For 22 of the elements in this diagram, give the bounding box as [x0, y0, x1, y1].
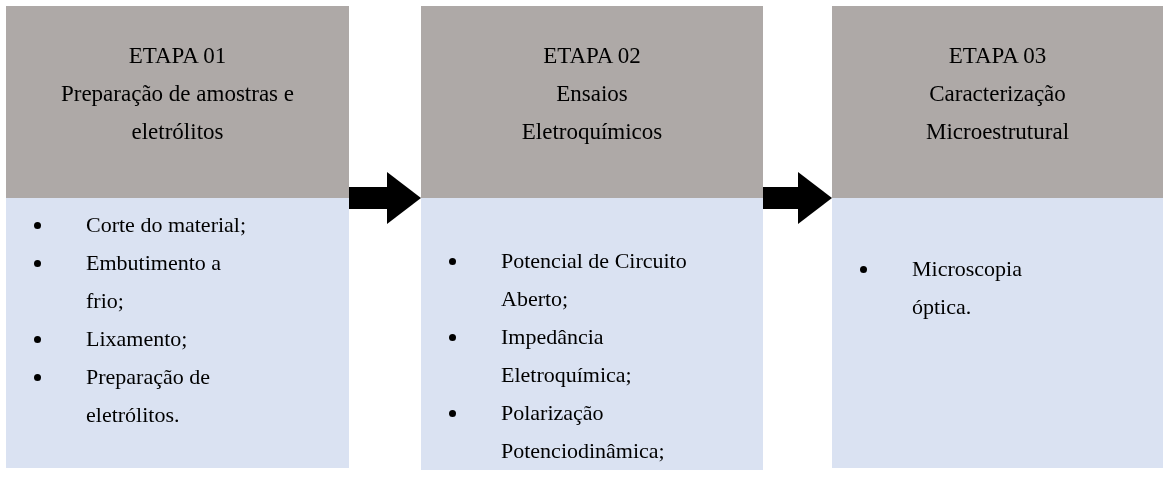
stage-title: Preparação de amostras e eletrólitos	[59, 80, 296, 146]
stage-number: ETAPA 03	[948, 42, 1047, 70]
stage-title: Caracterização Microestrutural	[924, 80, 1071, 146]
list-item: Impedância Eletroquímica;	[501, 323, 633, 389]
arrow	[763, 172, 832, 224]
stage-header-box	[6, 6, 349, 198]
stage-title: Ensaios Eletroquímicos	[520, 80, 664, 146]
list-item: Potencial de Circuito Aberto;	[501, 247, 688, 313]
stage-header-box	[421, 6, 763, 198]
arrow	[349, 172, 421, 224]
stage-header-box	[832, 6, 1163, 198]
list-item: Polarização Potenciodinâmica;	[501, 399, 666, 465]
stage-body-box	[832, 198, 1163, 468]
list-item: Preparação de eletrólitos.	[86, 363, 211, 429]
list-item: Corte do material;	[86, 211, 247, 239]
list-item: Embutimento a frio;	[86, 249, 223, 315]
list-item: Lixamento;	[86, 325, 188, 353]
stage-number: ETAPA 02	[543, 42, 641, 70]
stage-body-box	[6, 198, 349, 468]
stage-number: ETAPA 01	[128, 42, 227, 70]
list-item: Microscopia óptica.	[912, 255, 1023, 321]
stage-body-box	[421, 198, 763, 470]
